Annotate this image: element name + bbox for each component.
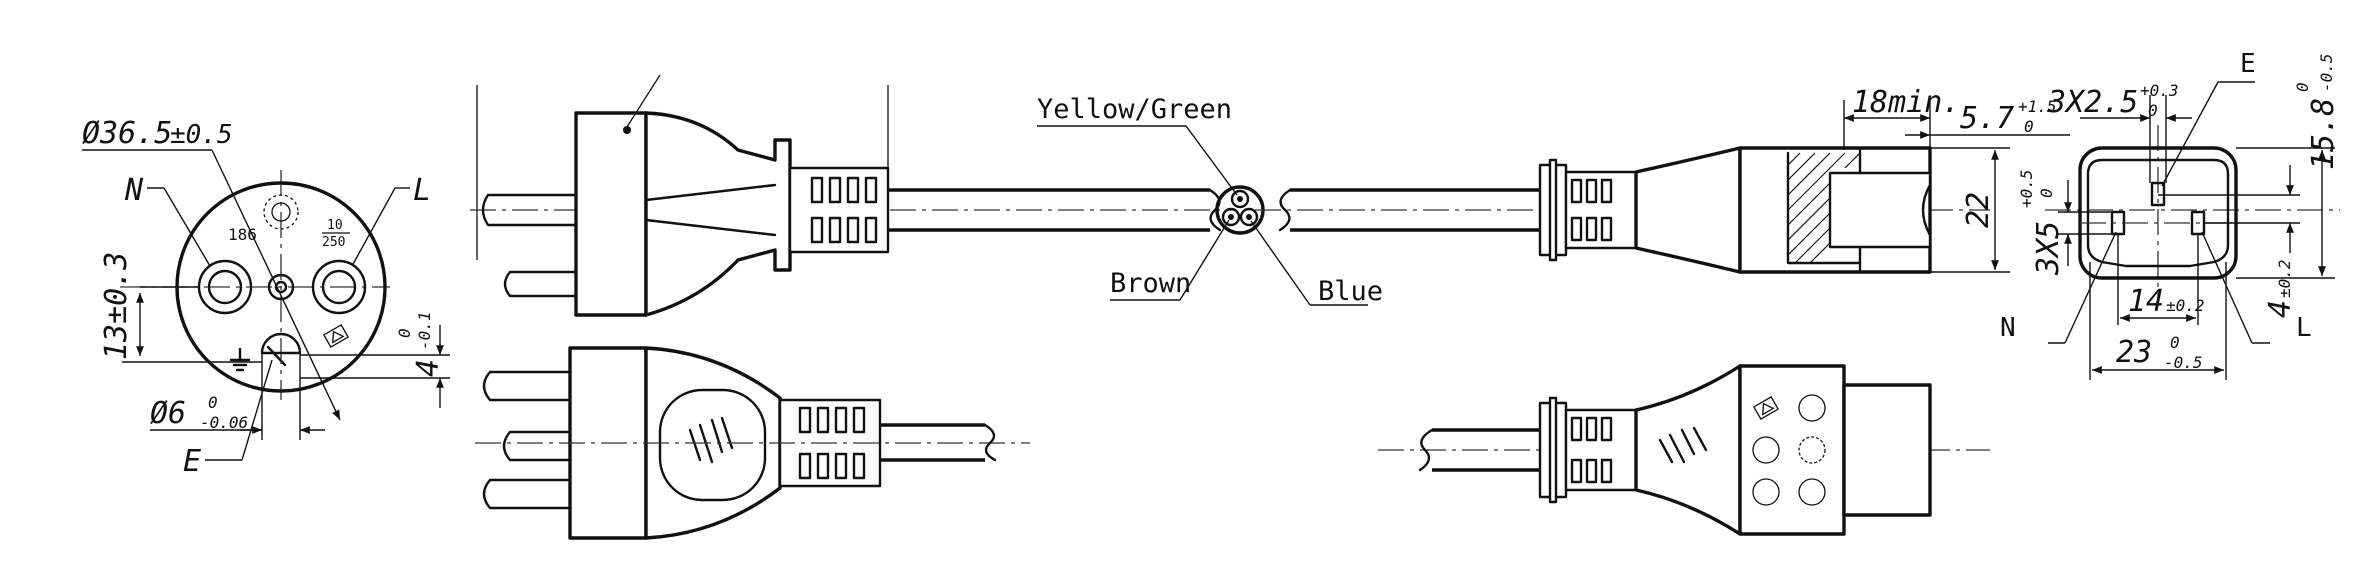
approval-mark-icon bbox=[1752, 436, 1780, 464]
connector-ribs-top bbox=[1570, 178, 1613, 242]
rating-voltage-mark: 250 bbox=[322, 235, 345, 250]
approval-mark-icon bbox=[1798, 478, 1826, 506]
live-pin bbox=[311, 259, 367, 315]
earth-pin bbox=[260, 332, 302, 355]
slot-width-tol-lower: 0 bbox=[2148, 101, 2158, 120]
slot-width-tol-upper: +0.3 bbox=[2140, 81, 2179, 100]
earth-pin-diameter: Ø6 bbox=[150, 396, 186, 431]
socket-width-dimension: 23 bbox=[2116, 335, 2152, 370]
slot-length-tol-upper: +0.5 bbox=[2017, 169, 2036, 208]
earth-offset-tol-upper: 0 bbox=[395, 328, 414, 338]
blue-wire-label: Blue bbox=[1318, 276, 1383, 307]
connector-side-view: 18min. 5.7 +1.5 0 22 bbox=[1255, 85, 2070, 274]
connector-grip-marks bbox=[1658, 426, 1708, 464]
center-marker bbox=[267, 273, 295, 301]
strain-relief-ribs bbox=[810, 176, 878, 244]
plug-grip-pad bbox=[658, 388, 767, 502]
neutral-label: N bbox=[124, 173, 144, 208]
earth-pin-dia-tol-upper: 0 bbox=[208, 393, 218, 412]
yellow-green-wire-label: Yellow/Green bbox=[1037, 94, 1232, 125]
insertion-length-dimension: 18min. bbox=[1852, 85, 1960, 120]
socket-face-view: E 3X2.5 +0.3 0 15.8 0 -0.5 3X5 +0.5 0 4 … bbox=[2000, 49, 2341, 380]
plug-front-view: 186 10 250 Ø36.5 ±0.5 N L 13±0.3 4 0 -0.… bbox=[82, 116, 450, 479]
slot-width-dimension: 3X2.5 bbox=[2047, 85, 2138, 120]
earth-offset-tol-lower: -0.1 bbox=[415, 311, 434, 350]
live-label: L bbox=[413, 173, 431, 208]
socket-width-tol-upper: 0 bbox=[2170, 333, 2180, 352]
earth-pin-offset: 4 bbox=[411, 359, 446, 377]
pin-gap-tol-lower: 0 bbox=[2024, 117, 2034, 136]
earth-label: E bbox=[183, 444, 201, 479]
slot-length-tol-lower: 0 bbox=[2037, 188, 2056, 198]
diameter-label: Ø36.5 bbox=[82, 116, 172, 151]
connector-top-ribs bbox=[1570, 416, 1613, 484]
pin-height-dimension: 13±0.3 bbox=[99, 252, 134, 360]
plug-top-view bbox=[475, 346, 1030, 540]
certification-marks bbox=[1752, 394, 1826, 506]
earth-symbol-icon bbox=[229, 347, 251, 372]
pin-gap-dimension: 5.7 bbox=[1960, 101, 2014, 136]
safety-mark-icon bbox=[1752, 396, 1780, 420]
certification-mark-icon bbox=[263, 194, 299, 230]
socket-height-tol-lower: -0.5 bbox=[2317, 53, 2336, 92]
diameter-tolerance: ±0.5 bbox=[170, 120, 233, 150]
approval-mark-icon bbox=[1752, 478, 1780, 506]
socket-outline bbox=[2078, 146, 2238, 280]
connector-top-view bbox=[1378, 364, 1990, 536]
top-strain-relief-ribs bbox=[798, 406, 866, 480]
brown-wire-label: Brown bbox=[1110, 268, 1191, 299]
socket-earth-label: E bbox=[2240, 49, 2256, 79]
slot-length-dimension: 3X5 bbox=[2031, 221, 2066, 276]
cable-cross-section: Yellow/Green Brown Blue bbox=[1037, 94, 1383, 307]
socket-height-tol-upper: 0 bbox=[2293, 82, 2312, 92]
socket-height-dimension: 15.8 bbox=[2306, 98, 2341, 170]
socket-neutral-label: N bbox=[2000, 313, 2016, 343]
earth-slot-offset: 4 bbox=[2263, 300, 2298, 318]
earth-pin-dia-tol-lower: -0.06 bbox=[200, 413, 248, 432]
pin-gap-tol-upper: +1.5 bbox=[2018, 97, 2057, 116]
connector-height-dimension: 22 bbox=[1961, 192, 1996, 228]
rating-current-mark: 10 bbox=[327, 218, 343, 233]
approval-mark-icon bbox=[1798, 436, 1826, 464]
approval-mark-icon bbox=[1798, 394, 1826, 422]
earth-slot-offset-tol: ±0.2 bbox=[2275, 259, 2294, 298]
socket-width-tol-lower: -0.5 bbox=[2164, 353, 2203, 372]
slot-pitch-dimension: 14 bbox=[2128, 284, 2164, 319]
safety-mark-icon bbox=[322, 324, 350, 348]
socket-live-label: L bbox=[2296, 313, 2312, 343]
slot-pitch-tol: ±0.2 bbox=[2166, 296, 2205, 315]
earth-slot bbox=[2150, 181, 2166, 207]
plug-side-view bbox=[470, 74, 1235, 317]
